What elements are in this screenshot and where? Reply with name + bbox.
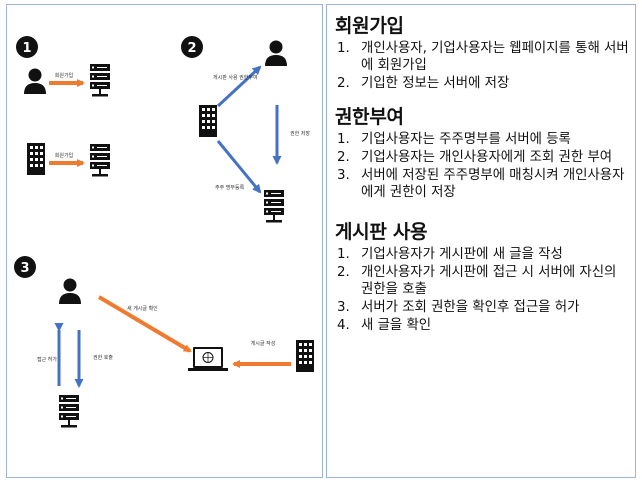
list-item: 2.기입한 정보는 서버에 저장 xyxy=(337,76,510,91)
flow-diagram: 1 2 3 회원가입 회원가입 게시판 사용 권한부여 권한 저장 주주 명부등… xyxy=(14,36,314,428)
list-item: 1.개인사용자, 기업사용자는 웹페이지를 통해 서버에 회원가입 xyxy=(337,41,629,73)
s2-bottom-arrow xyxy=(216,140,262,194)
server-icon xyxy=(59,395,79,428)
server-icon xyxy=(264,190,284,223)
section-board: 게시판 사용 1.기업사용자가 게시판에 새 글을 작성 2.개인사용자가 게시… xyxy=(335,217,629,334)
section-title: 회원가입 xyxy=(335,15,404,37)
list-item: 2.기업사용자는 개인사용자에게 조회 권한 부여 xyxy=(337,150,613,165)
step-1-badge: 1 xyxy=(16,36,38,58)
s1-top-label: 회원가입 xyxy=(55,72,73,79)
section-title: 권한부여 xyxy=(335,106,404,128)
personal-user-icon xyxy=(59,278,81,304)
s2-top-arrow xyxy=(216,65,262,108)
building-icon xyxy=(199,105,217,137)
s3-diag-arrow xyxy=(97,295,192,353)
section-list: 1.개인사용자, 기업사용자는 웹페이지를 통해 서버에 회원가입 2.기입한 … xyxy=(335,40,629,92)
s3-left-label: 접근 허가 xyxy=(37,356,57,363)
section-signup: 회원가입 1.개인사용자, 기업사용자는 웹페이지를 통해 서버에 회원가입 2… xyxy=(335,11,629,92)
personal-user-icon xyxy=(265,40,287,66)
list-item: 3.서버에 저장된 주주명부에 매칭시켜 개인사용자에게 권한이 저장 xyxy=(337,168,625,200)
section-permission: 권한부여 1.기업사용자는 주주명부를 서버에 등록 2.기업사용자는 개인사용… xyxy=(335,102,629,201)
s2-top-label: 게시판 사용 권한부여 xyxy=(213,74,258,81)
section-list: 1.기업사용자는 주주명부를 서버에 등록 2.기업사용자는 개인사용자에게 조… xyxy=(335,131,629,201)
diagram-panel: 1 2 3 회원가입 회원가입 게시판 사용 권한부여 권한 저장 주주 명부등… xyxy=(6,4,323,478)
list-item: 3.서버가 조회 권한을 확인후 접근을 허가 xyxy=(337,300,580,315)
list-item: 1.기업사용자는 주주명부를 서버에 등록 xyxy=(337,132,571,147)
s3-right-label: 권한 호출 xyxy=(93,354,113,361)
s1-bottom-label: 회원가입 xyxy=(55,152,73,159)
s2-bottom-label: 주주 명부등록 xyxy=(215,184,245,191)
personal-user-icon xyxy=(24,68,46,94)
svg-text:3: 3 xyxy=(20,261,29,276)
building-icon xyxy=(296,340,314,372)
server-icon xyxy=(90,144,110,177)
section-title: 게시판 사용 xyxy=(335,221,428,243)
section-list: 1.기업사용자가 게시판에 새 글을 작성 2.개인사용자가 게시판에 접근 시… xyxy=(335,246,629,334)
laptop-icon xyxy=(188,347,228,371)
server-icon xyxy=(90,64,110,97)
list-item: 1.기업사용자가 게시판에 새 글을 작성 xyxy=(337,247,563,262)
svg-text:2: 2 xyxy=(187,41,196,56)
s3-bottom-label: 게시글 작성 xyxy=(251,340,276,347)
step-3-badge: 3 xyxy=(14,256,36,278)
list-item: 4.새 글을 확인 xyxy=(337,318,432,333)
svg-text:1: 1 xyxy=(22,41,31,56)
s3-diag-label: 새 게시글 확인 xyxy=(127,305,158,312)
building-icon xyxy=(27,143,45,175)
description-panel: 회원가입 1.개인사용자, 기업사용자는 웹페이지를 통해 서버에 회원가입 2… xyxy=(326,4,636,478)
step-2-badge: 2 xyxy=(181,36,203,58)
list-item: 2.개인사용자가 게시판에 접근 시 서버에 자신의 권한을 호출 xyxy=(337,265,617,297)
s2-right-label: 권한 저장 xyxy=(290,130,310,137)
